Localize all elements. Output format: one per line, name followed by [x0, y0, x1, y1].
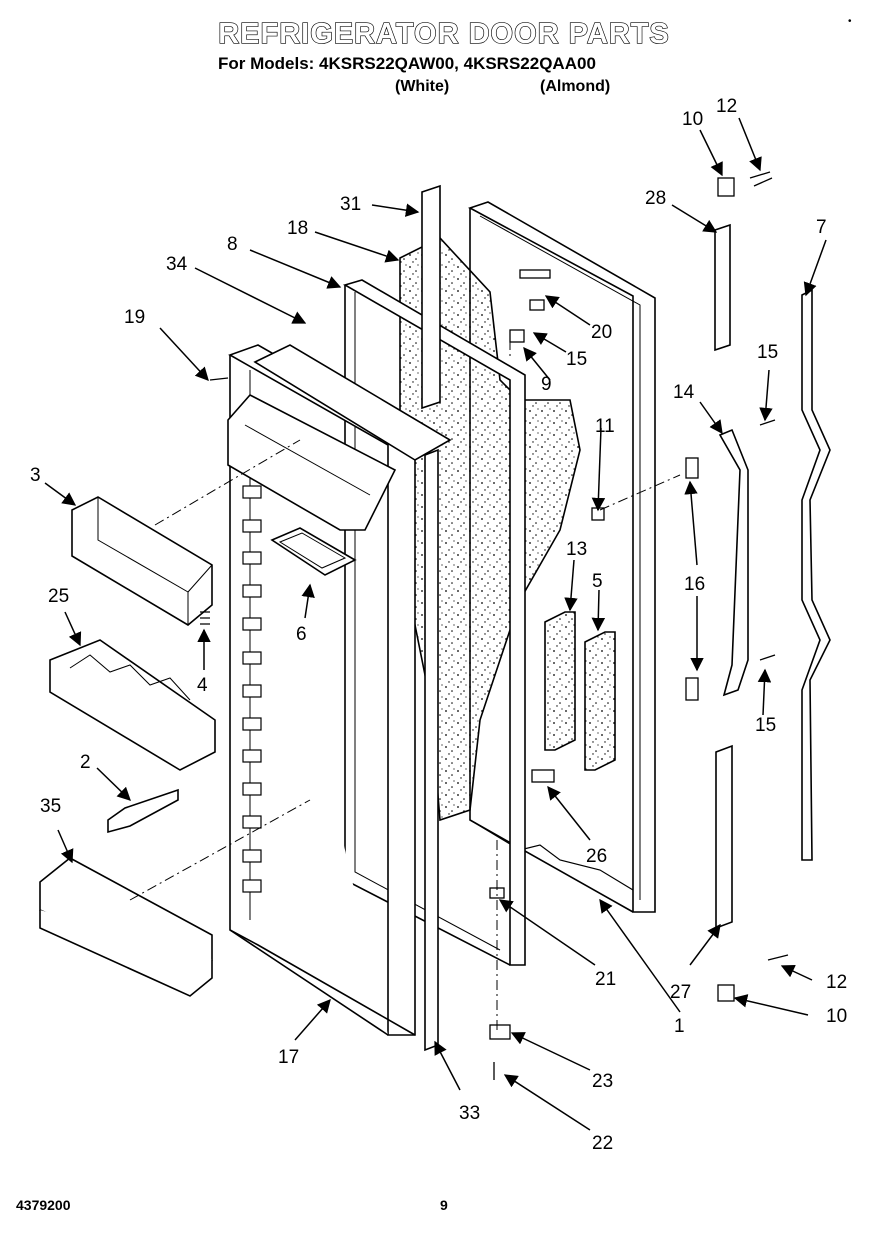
- insulation-pad-13: [544, 611, 576, 751]
- liner-shelf-ribs: [242, 485, 262, 893]
- callout-18: 18: [287, 218, 308, 239]
- callout-20: 20: [591, 322, 612, 343]
- variant-almond-label: (Almond): [540, 78, 611, 95]
- breaker-strip-33: [424, 448, 439, 1052]
- egg-tray-25: [49, 639, 216, 771]
- callout-12-upper: 12: [716, 96, 737, 117]
- leader-lines: [44, 117, 827, 1131]
- callout-2: 2: [80, 752, 91, 773]
- callout-17: 17: [278, 1047, 299, 1068]
- page-title: REFRIGERATOR DOOR PARTS: [218, 17, 670, 50]
- callout-21: 21: [595, 969, 616, 990]
- callout-25: 25: [48, 586, 69, 607]
- callout-23: 23: [592, 1071, 613, 1092]
- callout-13: 13: [566, 539, 587, 560]
- callout-12-lower: 12: [826, 972, 847, 993]
- bracket-2: [107, 788, 179, 834]
- callout-35: 35: [40, 796, 61, 817]
- callout-19: 19: [124, 307, 145, 328]
- callout-1: 1: [674, 1016, 685, 1037]
- document-number: 4379200: [16, 1197, 71, 1213]
- callout-34: 34: [166, 254, 188, 275]
- hinge-14: [718, 428, 749, 697]
- page-number: 9: [440, 1197, 448, 1213]
- callout-labels: 31 18 8 34 19 3 25 2 35 4 6 17 33 22 23 …: [30, 96, 847, 1154]
- callout-5: 5: [592, 571, 603, 592]
- callout-22: 22: [592, 1133, 613, 1154]
- callout-10-lower: 10: [826, 1006, 847, 1027]
- insulation-pad-5: [584, 631, 616, 771]
- callout-31: 31: [340, 194, 361, 215]
- corner-mark: •: [848, 16, 852, 27]
- callout-3: 3: [30, 465, 41, 486]
- callout-10-upper: 10: [682, 109, 703, 130]
- small-tray-6: [270, 527, 357, 576]
- callout-9: 9: [541, 374, 552, 395]
- callout-28: 28: [645, 188, 666, 209]
- callout-33: 33: [459, 1103, 480, 1124]
- dispenser-trim-3: [71, 496, 213, 626]
- door-seal-7: [801, 288, 831, 861]
- liner-top-frame: [253, 344, 452, 461]
- callout-14: 14: [673, 382, 695, 403]
- hinge-bar-28: [714, 223, 731, 352]
- callout-6: 6: [296, 624, 307, 645]
- callout-11: 11: [595, 416, 615, 437]
- alignment-lines: [129, 340, 681, 1030]
- liner-dispenser-housing: [227, 394, 397, 531]
- models-line: For Models: 4KSRS22QAW00, 4KSRS22QAA00: [218, 54, 596, 73]
- callout-27: 27: [670, 982, 691, 1003]
- hardware-parts: [200, 171, 789, 1080]
- callout-15-upper: 15: [566, 349, 587, 370]
- breaker-strip-31: [421, 184, 441, 410]
- callout-26: 26: [586, 846, 607, 867]
- door-bin-35: [39, 857, 213, 997]
- callout-15-right: 15: [757, 342, 778, 363]
- callout-4: 4: [197, 675, 208, 696]
- hinge-bar-27: [715, 744, 733, 930]
- callout-7: 7: [816, 217, 827, 238]
- callout-8: 8: [227, 234, 238, 255]
- callout-16: 16: [684, 574, 705, 595]
- callout-15-lower: 15: [755, 715, 776, 736]
- variant-white-label: (White): [395, 78, 450, 95]
